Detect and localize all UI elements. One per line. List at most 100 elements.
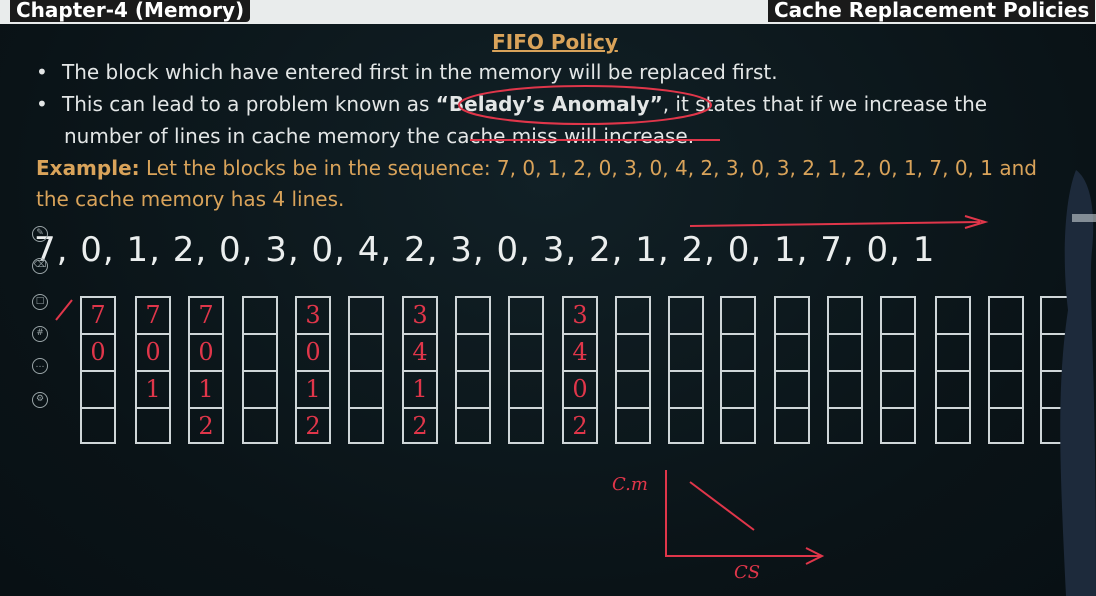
cache-line-cell: 3 [297, 298, 329, 335]
cache-line-cell [1042, 298, 1074, 335]
cache-line-cell [722, 298, 754, 335]
example-line-2: the cache memory has 4 lines. [36, 187, 345, 211]
example-text: Let the blocks be in the sequence: 7, 0,… [139, 156, 1037, 180]
cache-line-cell [882, 372, 914, 409]
cache-line-cell: 1 [137, 372, 169, 409]
bullet-1: • The block which have entered first in t… [36, 60, 778, 84]
cache-line-cell [1042, 335, 1074, 372]
cache-line-cell [457, 409, 489, 446]
cache-line-cell: 4 [564, 335, 596, 372]
cache-line-cell: 3 [564, 298, 596, 335]
cache-line-cell [722, 409, 754, 446]
cache-line-cell: 0 [190, 335, 222, 372]
cache-line-cell [617, 335, 649, 372]
belady-term: “Belady’s Anomaly” [435, 92, 663, 116]
cache-line-cell [670, 409, 702, 446]
grid-tool-icon[interactable]: # [32, 326, 48, 342]
bullet-dot-icon: • [36, 92, 48, 116]
sequence-arrow [689, 215, 989, 229]
cache-line-cell [82, 409, 114, 446]
cache-frame-column [827, 296, 863, 444]
tick-mark [55, 299, 73, 321]
cache-line-cell [82, 372, 114, 409]
cache-line-cell: 7 [190, 298, 222, 335]
cache-line-cell: 7 [82, 298, 114, 335]
cache-frame-column [348, 296, 384, 444]
cache-line-cell [1042, 372, 1074, 409]
cache-line-cell [510, 409, 542, 446]
cache-line-cell: 1 [297, 372, 329, 409]
cache-line-cell [457, 298, 489, 335]
cache-line-cell: 3 [404, 298, 436, 335]
cache-line-cell [510, 298, 542, 335]
shape-tool-icon[interactable]: □ [32, 294, 48, 310]
bullet-dot-icon: • [36, 60, 48, 84]
cache-line-cell: 2 [305, 412, 321, 440]
bullet-2-post: , it states that if we increase the [662, 92, 988, 116]
cache-line-cell [670, 298, 702, 335]
cache-line-cell [990, 335, 1022, 372]
eraser-tool-icon[interactable]: ⌫ [32, 258, 48, 274]
cache-line-cell [990, 409, 1022, 446]
cache-line-cell: 1 [190, 372, 222, 409]
topic-label: Cache Replacement Policies [768, 0, 1096, 22]
cache-line-cell: 0 [137, 335, 169, 372]
cache-line-cell [244, 409, 276, 446]
reference-sequence: 7, 0, 1, 2, 0, 3, 0, 4, 2, 3, 0, 3, 2, 1… [34, 230, 936, 270]
cache-line-cell: 2 [412, 412, 428, 440]
cache-line-cell [670, 372, 702, 409]
cache-line-cell [510, 335, 542, 372]
presenter-silhouette [1060, 170, 1096, 596]
cache-line-cell [510, 372, 542, 409]
cache-frame-column [935, 296, 971, 444]
cache-line-cell [350, 372, 382, 409]
x-axis-annotation: CS [734, 562, 761, 583]
cache-line-cell [990, 372, 1022, 409]
slide-title: FIFO Policy [492, 30, 618, 54]
cache-line-cell: 7 [137, 298, 169, 335]
example-label: Example: [36, 156, 140, 180]
cache-frame-column [615, 296, 651, 444]
cache-line-cell [722, 372, 754, 409]
cache-line-cell: 0 [297, 335, 329, 372]
chapter-label: Chapter-4 (Memory) [10, 0, 251, 22]
pen-tool-icon[interactable]: ✎ [32, 226, 48, 242]
cache-line-cell [617, 409, 649, 446]
cache-line-cell [244, 298, 276, 335]
cache-frame-column [508, 296, 544, 444]
cache-line-cell: 2 [198, 412, 214, 440]
cache-line-cell [350, 298, 382, 335]
cache-frame-column [242, 296, 278, 444]
example-line-1: Example: Let the blocks be in the sequen… [36, 156, 1037, 180]
cache-line-cell [457, 372, 489, 409]
cache-line-cell [244, 372, 276, 409]
cache-line-cell [829, 409, 861, 446]
cache-line-cell [776, 335, 808, 372]
bullet-2-pre: This can lead to a problem known as [62, 92, 436, 116]
cache-line-cell: 0 [82, 335, 114, 372]
bullet-1-text: The block which have entered first in th… [62, 60, 778, 84]
cache-line-cell: 2 [572, 412, 588, 440]
settings-tool-icon[interactable]: ⚙ [32, 392, 48, 408]
bullet-2: • This can lead to a problem known as “Be… [36, 92, 987, 116]
cache-line-cell [829, 335, 861, 372]
y-axis-annotation: C.m [612, 474, 648, 495]
cache-frame-column [720, 296, 756, 444]
cache-frame-column [774, 296, 810, 444]
cache-line-cell [882, 409, 914, 446]
cache-frame-column [880, 296, 916, 444]
cache-line-cell [244, 335, 276, 372]
cache-frame-column [455, 296, 491, 444]
more-tool-icon[interactable]: … [32, 358, 48, 374]
cache-line-cell [829, 298, 861, 335]
graph-axes [665, 470, 825, 565]
cache-frame-column [988, 296, 1024, 444]
bullet-2-line-2: number of lines in cache memory the cach… [64, 124, 695, 148]
cache-line-cell [457, 335, 489, 372]
cache-line-cell [937, 409, 969, 446]
